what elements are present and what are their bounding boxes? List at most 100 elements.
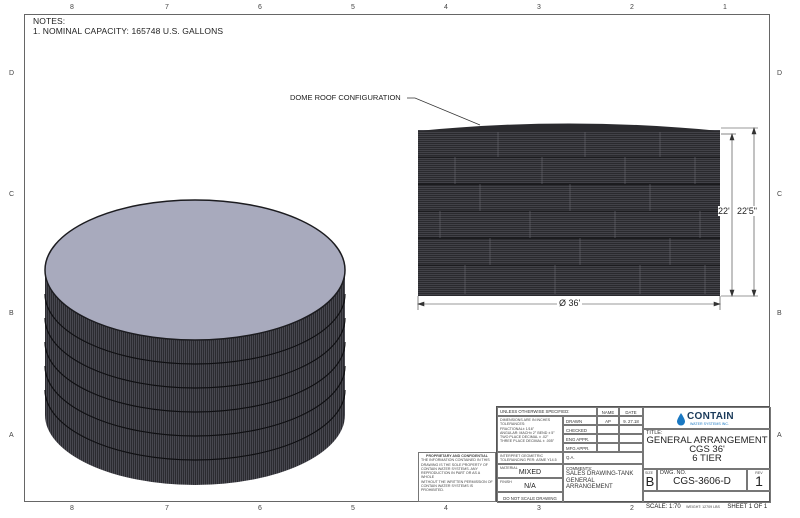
proprietary-heading: PROPRIETARY AND CONFIDENTIAL xyxy=(426,454,488,458)
tolerances-cell: DIMENSIONS ARE IN INCHES TOLERANCES: FRA… xyxy=(497,416,563,452)
zone-top-6: 6 xyxy=(258,4,262,11)
no-scale-note: DO NOT SCALE DRAWING xyxy=(503,496,557,501)
tank-tier-lines xyxy=(44,293,346,461)
comments-label: COMMENTS: xyxy=(566,466,593,471)
zone-right-a: A xyxy=(777,432,782,439)
comments-line-2: GENERAL ARRANGEMENT xyxy=(566,477,613,491)
size-label: SIZE xyxy=(645,471,653,475)
proprietary-line-5: WITHOUT THE WRITTEN PERMISSION OF xyxy=(421,479,493,484)
notes-heading: NOTES: xyxy=(33,16,66,26)
tier-seams xyxy=(418,156,720,266)
zone-right-d: D xyxy=(777,70,783,77)
rev-label: REV xyxy=(755,471,763,475)
sheet-value: SHEET 1 OF 1 xyxy=(727,504,768,510)
scale-value: SCALE: 1:70 xyxy=(646,504,681,510)
zone-right-b: B xyxy=(777,310,782,317)
title-label: TITLE: xyxy=(646,430,663,436)
title-line-1: GENERAL ARRANGEMENT xyxy=(646,435,768,446)
eng-appr-cell: ENG APPR. xyxy=(563,434,597,443)
zone-bottom-4: 4 xyxy=(444,505,448,512)
tolerance-line-1: DIMENSIONS ARE IN INCHES xyxy=(500,418,551,422)
company-logo-text: CONTAIN xyxy=(687,411,734,422)
rev-cell: REV 1 xyxy=(747,469,771,491)
panel-joints xyxy=(439,132,706,294)
callout-dome-roof: DOME ROOF CONFIGURATION xyxy=(290,93,401,102)
checked-label: CHECKED xyxy=(566,428,588,433)
company-logo-subtitle: WATER SYSTEMS INC. xyxy=(690,422,729,426)
title-line-3: 6 TIER xyxy=(692,453,722,464)
tolerance-line-5: TWO PLACE DECIMAL ± .02" xyxy=(500,435,549,440)
title-block: UNLESS OTHERWISE SPECIFIED: NAME DATE DI… xyxy=(496,406,771,510)
zone-left-b: B xyxy=(9,310,14,317)
name-header-cell: NAME xyxy=(597,407,619,416)
zone-left-d: D xyxy=(9,70,15,77)
proprietary-line-3: CONTAIN WATER SYSTEMS. ANY xyxy=(421,466,478,471)
proprietary-line-7: PROHIBITED. xyxy=(421,488,444,493)
proprietary-notice: PROPRIETARY AND CONFIDENTIAL THE INFORMA… xyxy=(418,452,496,502)
rev-value: 1 xyxy=(755,473,763,490)
dim-height: 22' xyxy=(718,206,730,216)
drawn-date: 9. 27.18 xyxy=(623,419,639,424)
checked-cell: CHECKED xyxy=(563,425,597,434)
tolerance-line-2: TOLERANCES: xyxy=(500,422,526,427)
zone-bottom-2: 2 xyxy=(630,505,634,512)
tolerance-line-6: THREE PLACE DECIMAL ± .005" xyxy=(500,439,555,444)
logo-cell: CONTAIN WATER SYSTEMS INC. xyxy=(643,407,771,429)
drawn-date-cell: 9. 27.18 xyxy=(619,416,643,425)
zone-left-c: C xyxy=(9,191,15,198)
callout-leader xyxy=(407,97,481,126)
tolerance-line-3: FRACTIONAL± 1/16" xyxy=(500,426,535,431)
zone-bottom-7: 7 xyxy=(165,505,169,512)
mfg-appr-cell: MFG APPR. xyxy=(563,443,597,452)
eng-appr-label: ENG APPR. xyxy=(566,437,590,442)
unless-specified-cell: UNLESS OTHERWISE SPECIFIED: xyxy=(497,407,597,416)
checked-date-cell xyxy=(619,425,643,434)
title-cell: TITLE: GENERAL ARRANGEMENT CGS 36' 6 TIE… xyxy=(643,429,771,469)
date-header-cell: DATE xyxy=(619,407,643,416)
zone-top-2: 2 xyxy=(630,4,634,11)
drawing-border xyxy=(24,14,770,502)
drawn-name-cell: AP xyxy=(597,416,619,425)
note-capacity: 1. NOMINAL CAPACITY: 165748 U.S. GALLONS xyxy=(33,26,224,36)
zone-top-1: 1 xyxy=(723,4,727,11)
finish-value: N/A xyxy=(524,483,536,491)
dwg-no-label: DWG. NO. xyxy=(660,470,687,476)
dim-overall-height: 22'5" xyxy=(737,206,757,216)
proprietary-line-2: DRAWING IS THE SOLE PROPERTY OF xyxy=(421,462,488,467)
zone-top-3: 3 xyxy=(537,4,541,11)
tank-wall xyxy=(418,130,720,296)
zone-right-c: C xyxy=(777,191,783,198)
eng-appr-name-cell xyxy=(597,434,619,443)
zone-top-8: 8 xyxy=(70,4,74,11)
drawn-name: AP xyxy=(605,419,611,424)
zone-top-4: 4 xyxy=(444,4,448,11)
scale-row: SCALE: 1:70 WEIGHT: 12709 LBS SHEET 1 OF… xyxy=(643,491,771,510)
finish-label: FINISH xyxy=(500,480,512,484)
tolerance-line-4: ANGULAR: MACH± 2° BEND ± 5° xyxy=(500,430,555,435)
weight-value: WEIGHT: 12709 LBS xyxy=(686,505,720,509)
drawn-label: DRAWN xyxy=(566,419,583,424)
interpret-line-2: TOLERANCING PER: ASME Y14.5 xyxy=(500,458,557,463)
comments-cell: COMMENTS: SALES DRAWING-TANK GENERAL ARR… xyxy=(563,464,643,503)
zone-top-5: 5 xyxy=(351,4,355,11)
zone-top-7: 7 xyxy=(165,4,169,11)
qa-cell: Q.A. xyxy=(563,452,643,464)
zone-bottom-8: 8 xyxy=(70,505,74,512)
title-line-2: CGS 36' xyxy=(689,444,725,455)
proprietary-line-4: REPRODUCTION IN PART OR AS A WHOLE xyxy=(421,471,480,480)
unless-specified: UNLESS OTHERWISE SPECIFIED: xyxy=(500,409,570,414)
dwg-no-value: CGS-3606-D xyxy=(673,476,731,487)
zone-bottom-6: 6 xyxy=(258,505,262,512)
no-scale-cell: DO NOT SCALE DRAWING xyxy=(497,492,563,503)
name-header: NAME xyxy=(601,410,615,415)
dwg-no-cell: DWG. NO. CGS-3606-D xyxy=(657,469,747,491)
size-value: B xyxy=(645,474,655,490)
material-cell: MATERIAL MIXED xyxy=(497,464,563,478)
tank-elevation-view xyxy=(407,97,758,310)
date-header: DATE xyxy=(625,410,637,415)
zone-bottom-3: 3 xyxy=(537,505,541,512)
interpret-line-1: INTERPRET GEOMETRIC xyxy=(500,454,544,458)
eng-appr-date-cell xyxy=(619,434,643,443)
checked-name-cell xyxy=(597,425,619,434)
zone-left-a: A xyxy=(9,432,14,439)
